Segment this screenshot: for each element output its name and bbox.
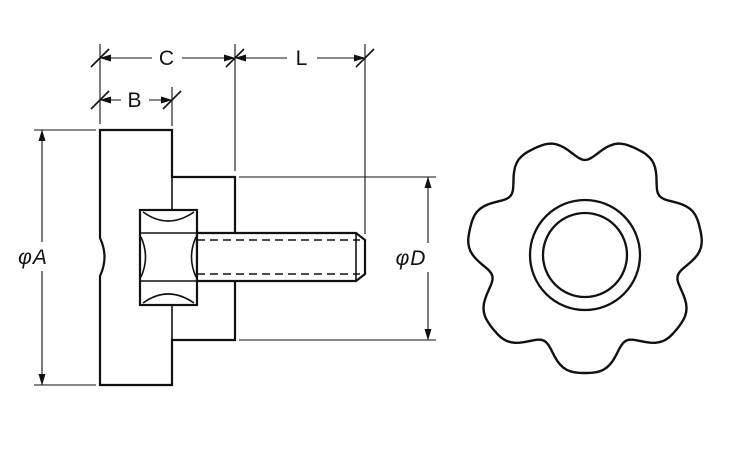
label-mask bbox=[386, 243, 436, 272]
hex-nut-body bbox=[138, 208, 199, 307]
dim-label-phi-a: φA bbox=[18, 246, 48, 269]
dimensions: C L B φA φD bbox=[8, 44, 436, 386]
side-view bbox=[98, 128, 367, 387]
dim-label-l: L bbox=[296, 47, 309, 70]
center-hole-circle bbox=[541, 211, 629, 299]
dim-tick bbox=[90, 48, 110, 68]
nut-chamfer-arc-left bbox=[140, 236, 147, 278]
dim-tick bbox=[355, 48, 375, 68]
dim-label-b: B bbox=[127, 89, 142, 112]
dim-tick bbox=[162, 90, 182, 110]
dim-tick bbox=[225, 48, 245, 68]
nut-chamfer-arc-right bbox=[190, 236, 197, 278]
dim-tick bbox=[90, 90, 110, 110]
label-mask bbox=[121, 87, 149, 113]
nut-chamfer-arc-top bbox=[142, 211, 195, 222]
label-mask bbox=[8, 242, 58, 271]
front-view bbox=[466, 142, 704, 375]
dim-label-phi-d: φD bbox=[396, 247, 427, 270]
dim-label-c: C bbox=[159, 47, 175, 70]
nut-chamfer-arc-bottom bbox=[142, 293, 195, 304]
label-mask bbox=[287, 45, 317, 71]
label-mask bbox=[152, 45, 182, 71]
